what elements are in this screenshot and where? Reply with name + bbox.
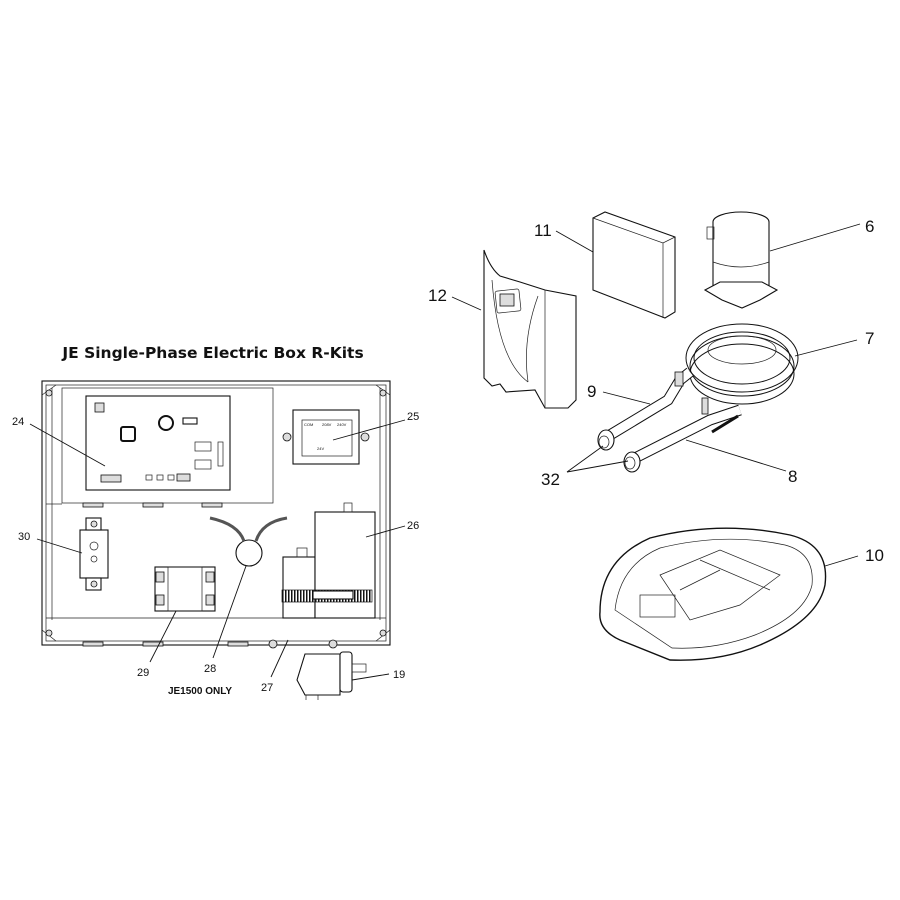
callout-6: 6 bbox=[865, 217, 874, 236]
control-board-compartment bbox=[61, 387, 274, 504]
callout-25: 25 bbox=[407, 411, 419, 423]
transformer-com-label: COM bbox=[304, 422, 313, 427]
callout-11: 11 bbox=[534, 221, 552, 240]
callout-24: 24 bbox=[12, 416, 24, 428]
water-pipes bbox=[597, 367, 742, 473]
contactor bbox=[154, 566, 216, 612]
assembly-callouts: 11 6 12 7 9 32 8 10 bbox=[428, 217, 884, 567]
callout-7: 7 bbox=[865, 329, 874, 348]
electric-box-enclosure bbox=[592, 211, 676, 319]
transformer-208v-label: 208V bbox=[322, 422, 332, 427]
relay bbox=[79, 517, 109, 591]
callout-9: 9 bbox=[587, 382, 596, 401]
transformer-24v-label: 24V bbox=[317, 446, 324, 451]
heat-exchanger-coil bbox=[685, 323, 799, 405]
callout-19: 19 bbox=[393, 669, 405, 681]
capacitor bbox=[281, 502, 376, 619]
toroid bbox=[209, 516, 288, 567]
compressor bbox=[703, 211, 779, 309]
transformer: COM 208V 240V 24V bbox=[282, 409, 370, 465]
callout-12: 12 bbox=[428, 286, 447, 305]
transformer-240v-label: 240V bbox=[337, 422, 347, 427]
control-board bbox=[85, 395, 231, 491]
diagram-title: JE Single-Phase Electric Box R-Kits bbox=[61, 344, 363, 362]
flow-switch bbox=[296, 651, 367, 700]
callout-28: 28 bbox=[204, 663, 216, 675]
callout-27: 27 bbox=[261, 682, 273, 694]
je1500-only-note: JE1500 ONLY bbox=[168, 686, 232, 697]
callout-30: 30 bbox=[18, 531, 30, 543]
base-pan bbox=[599, 527, 827, 661]
callout-26: 26 bbox=[407, 520, 419, 532]
electric-box: COM 208V 240V 24V bbox=[41, 380, 391, 700]
callout-32: 32 bbox=[541, 470, 560, 489]
callout-29: 29 bbox=[137, 667, 149, 679]
callout-8: 8 bbox=[788, 467, 797, 486]
front-cover bbox=[483, 249, 577, 409]
electric-box-callouts: 24 25 30 26 29 28 27 19 JE1500 ONLY bbox=[12, 411, 419, 697]
callout-10: 10 bbox=[865, 546, 884, 565]
